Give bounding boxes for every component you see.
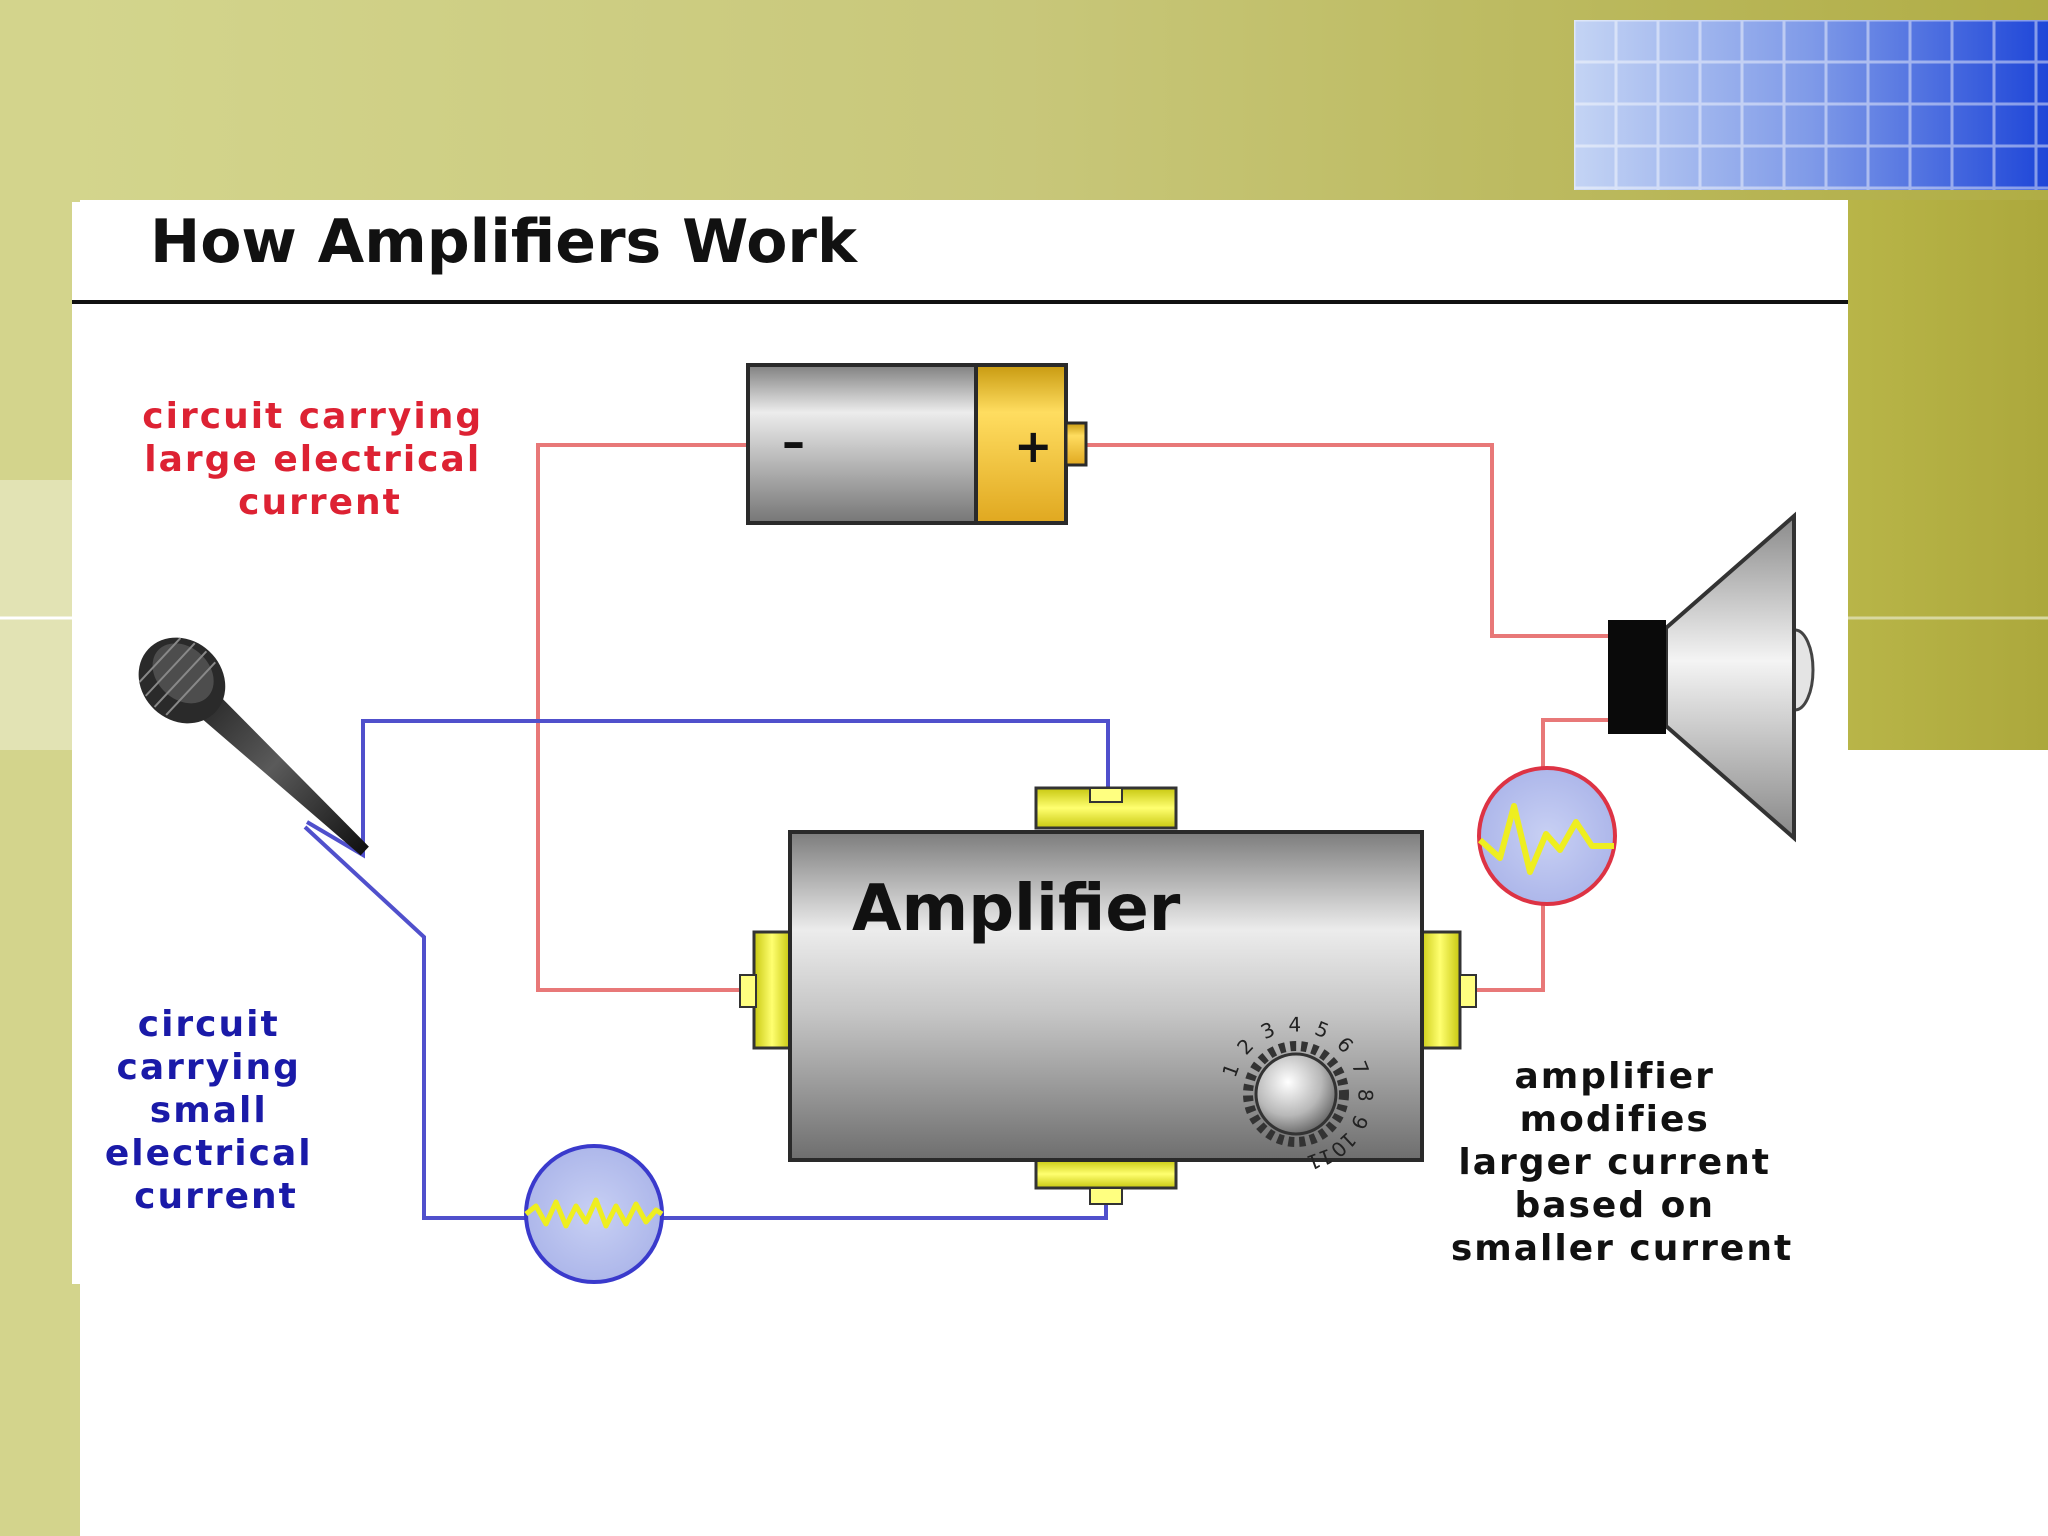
small-circuit-label-line: carrying [117, 1047, 301, 1088]
small-circuit-label: circuit carrying small electrical curren… [105, 1004, 327, 1217]
modifies-label-line: larger current [1458, 1142, 1771, 1183]
modifies-label-line: based on [1514, 1185, 1715, 1226]
diagram-title: How Amplifiers Work [150, 207, 859, 277]
amplifier-label: Amplifier [852, 872, 1181, 946]
small-current-circuit [303, 719, 1110, 1220]
battery: – + [746, 363, 1088, 525]
modifies-label-line: modifies [1520, 1099, 1710, 1140]
large-circuit-label-line: circuit carrying [142, 396, 483, 437]
dial-number: 8 [1353, 1089, 1377, 1102]
small-circuit-label-line: current [134, 1176, 298, 1217]
small-circuit-label-line: small [150, 1090, 268, 1131]
small-circuit-label-line: circuit [138, 1004, 280, 1045]
dial-number: 4 [1288, 1012, 1301, 1036]
microphone-icon [138, 637, 369, 856]
speaker-icon [1608, 511, 1815, 843]
battery-plus-sign: + [1014, 419, 1053, 473]
amplifier-modifies-label: amplifier modifies larger current based … [1451, 1056, 1793, 1269]
modifies-label-line: amplifier [1515, 1056, 1715, 1097]
large-signal-scope [1477, 766, 1617, 906]
small-signal-scope [524, 1144, 664, 1284]
small-circuit-label-line: electrical [105, 1133, 313, 1174]
battery-minus-sign: – [782, 415, 805, 469]
large-circuit-label-line: large electrical [144, 439, 481, 480]
modifies-label-line: smaller current [1451, 1228, 1793, 1269]
large-circuit-label-line: current [238, 482, 402, 523]
large-circuit-label: circuit carrying large electrical curren… [142, 396, 497, 523]
